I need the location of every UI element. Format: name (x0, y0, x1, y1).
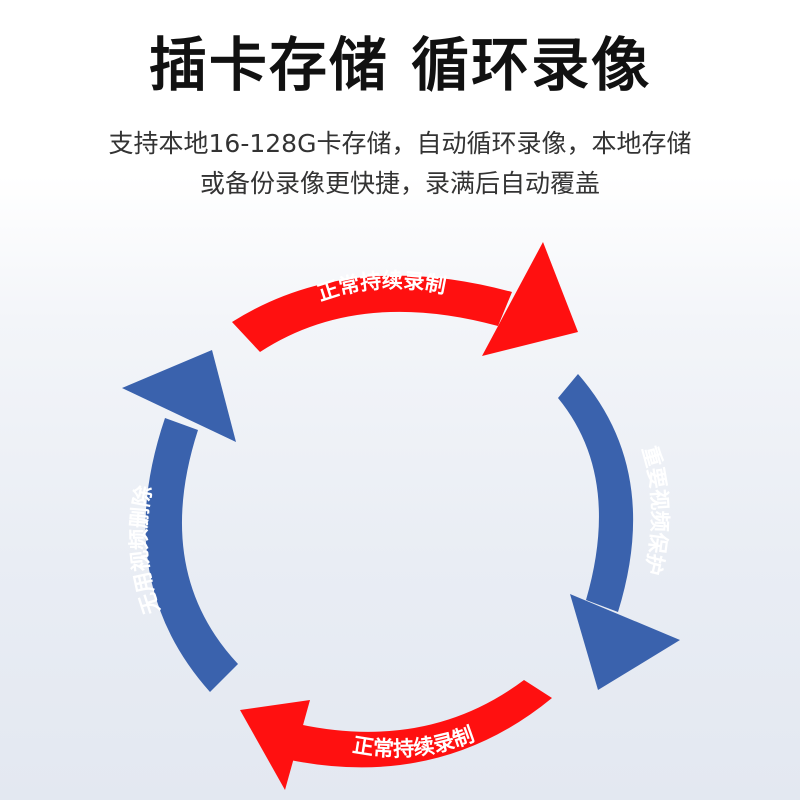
subtitle-line-2: 或备份录像更快捷，录满后自动覆盖 (199, 169, 600, 198)
arrow-right-blue: 重要视频保护 (558, 374, 680, 690)
arrow-left-head (122, 350, 236, 442)
arrow-top-body (232, 275, 512, 352)
arrow-right-label: 重要视频保护 (637, 443, 671, 577)
arrow-left-body (145, 418, 238, 692)
arrow-bottom-red: 正常持续录制 (240, 680, 552, 790)
arrow-bottom-body (290, 680, 552, 768)
arrow-left-blue: 无用视频删除 (122, 350, 238, 692)
page-title: 插卡存储 循环录像 (148, 31, 652, 99)
subtitle-line-1: 支持本地16-128G卡存储，自动循环录像，本地存储 (108, 129, 692, 158)
subtitle: 支持本地16-128G卡存储，自动循环录像，本地存储 或备份录像更快捷，录满后自… (0, 124, 800, 204)
arrow-top-head (482, 242, 578, 356)
arrow-right-head (570, 594, 680, 690)
arrow-bottom-head (240, 700, 310, 790)
arrow-right-body (558, 374, 634, 612)
arrow-top-red: 正常持续录制 (232, 242, 578, 356)
